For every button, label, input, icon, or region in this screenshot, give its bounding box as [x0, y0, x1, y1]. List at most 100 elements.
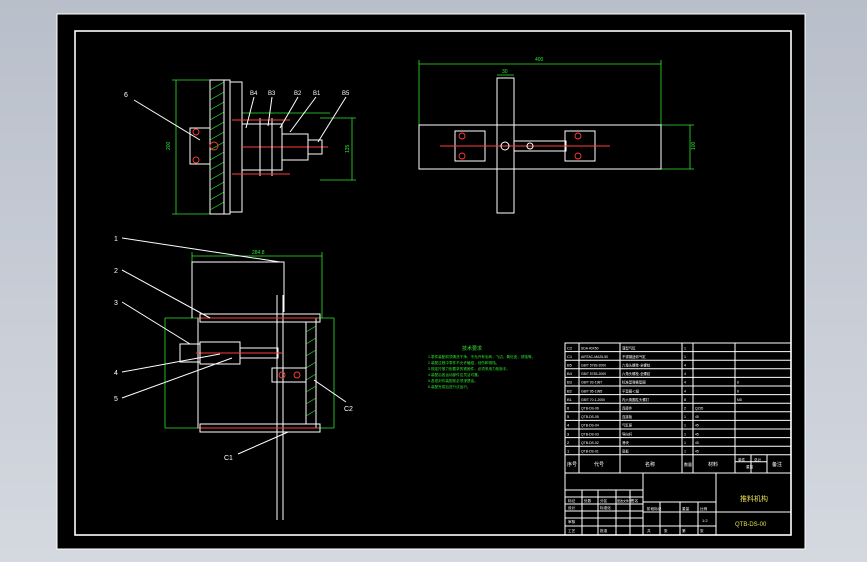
bom-cell-code: QTB-DS-01 — [581, 450, 599, 454]
bom-cell-code: QTB-DS-06 — [581, 407, 599, 411]
front-view: 1 2 3 4 5 C1 C2 284.8 — [114, 236, 353, 520]
top-view: 400 30 100 — [418, 57, 697, 214]
note-line-2: 2.装配过程中零件不允许磕碰，划伤和锈蚀。 — [428, 360, 499, 365]
bom-cell-name: 薄型气缸 — [622, 345, 636, 350]
bom-cell-no: B2 — [567, 388, 573, 393]
callout-4: 4 — [114, 370, 118, 377]
bom-header-note: 备注 — [772, 461, 782, 468]
bom-cell-qty: 1 — [684, 355, 686, 359]
note-line-3: 3.规定拧紧力矩要求的紧固件，必须采用力矩扳手。 — [428, 366, 510, 371]
technical-notes: 技术要求 1.零件装配前须清洗干净，不允许有毛刺，飞边，氧化皮，锈蚀等。 2.装… — [428, 345, 535, 389]
bom-cell-name: 内六角圆柱头螺钉 — [622, 397, 650, 402]
tb-sheet-total: 共 — [647, 528, 651, 533]
tb-sheet-no: 第 — [682, 528, 686, 533]
bom-cell-no: 3 — [567, 431, 570, 436]
bom-cell-code: GB/T 5783-2000 — [581, 372, 606, 376]
bom-cell-no: C2 — [567, 345, 573, 350]
side-view: 6 B4 B3 B2 B1 B5 200 135 — [124, 79, 356, 215]
bom-cell-name: 连接板 — [622, 414, 633, 419]
callout-1: 1 — [114, 236, 118, 243]
bom-cell-code: QTB-DS-02 — [581, 441, 599, 445]
bom-header-material: 材料 — [708, 461, 718, 468]
callout-b3: B3 — [268, 91, 276, 97]
bom-header-no: 序号 — [567, 461, 577, 468]
bom-cell-qty: 1 — [684, 346, 686, 350]
bom-header-total: 总计 — [754, 457, 762, 462]
bom-cell-material: 45 — [695, 450, 699, 454]
tb-label-approve: 批准 — [600, 528, 608, 533]
bom-cell-code: QTB-DS-05 — [581, 415, 599, 419]
notes-title: 技术要求 — [462, 345, 482, 352]
bom-cell-no: B5 — [567, 363, 573, 368]
bom-cell-name: 导向杆 — [622, 431, 633, 436]
bom-cell-material: 45 — [695, 424, 699, 428]
callout-6: 6 — [124, 92, 128, 99]
bom-cell-qty: 4 — [684, 364, 686, 368]
tb-label-count: 处数 — [584, 498, 592, 503]
side-dim-200: 200 — [166, 141, 172, 150]
bom-cell-code: QTB-DS-04 — [581, 424, 599, 428]
bom-cell-code: GB/T 70.1-2000 — [581, 398, 605, 402]
side-dim-135: 135 — [345, 144, 351, 153]
drawing-title: 推料机构 — [740, 494, 768, 503]
bom-header-qty: 数量 — [684, 461, 692, 467]
tb-label-standard: 标准化 — [600, 505, 611, 510]
bom-cell-material: 45 — [695, 432, 699, 436]
bom-cell-name: 连接件 — [622, 406, 633, 411]
title-block: 标记 处数 分区 更改文件号 签名 设计 标准化 审核 工艺 批准 阶段标记 重… — [564, 472, 792, 536]
bom-cell-material: 45 — [695, 415, 699, 419]
callout-5: 5 — [114, 396, 118, 403]
bom-cell-code: GB/T 93-1987 — [581, 381, 602, 385]
bom-cell-name: 平垫圈-C级 — [622, 388, 640, 393]
bom-cell-note: M8 — [737, 398, 742, 402]
bom-cell-note: 8 — [737, 389, 739, 393]
bom-cell-qty: 4 — [684, 381, 686, 385]
bom-cell-no: 6 — [567, 406, 570, 411]
side-base-hatch — [209, 81, 225, 211]
bom-cell-code: AIRTAC-MA25-50 — [581, 355, 608, 359]
bom-cell-qty: 1 — [684, 432, 686, 436]
tb-label-change: 更改文件号 — [617, 498, 632, 503]
bom-cell-qty: 8 — [684, 398, 686, 402]
bom-cell-no: C1 — [567, 354, 573, 359]
top-dim-400: 400 — [535, 57, 544, 63]
bom-cell-name: 标准型弹簧垫圈 — [622, 380, 646, 385]
bom-cell-no: 1 — [567, 449, 570, 454]
bom-cell-material: Q235 — [695, 407, 703, 411]
tb-label-stage: 阶段标记 — [647, 506, 662, 511]
tb-label-weight: 重量 — [682, 506, 690, 511]
bom-cell-qty: 4 — [684, 372, 686, 376]
bom-cell-name: 底板 — [622, 449, 629, 454]
bom-cell-name: 滑块 — [622, 440, 629, 445]
drawing-sheet — [57, 14, 805, 549]
bom-cell-code: GB/T 95-1985 — [581, 389, 602, 393]
bom-header-unit: 单件 — [738, 457, 746, 462]
bom-header-weight: 重量 — [746, 464, 754, 469]
tb-label-process: 工艺 — [568, 528, 576, 533]
tb-label-review: 审核 — [568, 519, 576, 524]
bom-cell-qty: 1 — [684, 424, 686, 428]
bom-cell-no: 2 — [567, 440, 570, 445]
bom-cell-qty: 4 — [684, 389, 686, 393]
note-line-4: 4.装配后各运动部件应灵活可靠。 — [428, 372, 481, 377]
note-line-1: 1.零件装配前须清洗干净，不允许有毛刺，飞边，氧化皮，锈蚀等。 — [428, 354, 535, 359]
bom-cell-no: 5 — [567, 414, 570, 419]
callout-b5: B5 — [342, 91, 350, 97]
tb-label-mark: 标记 — [568, 498, 576, 503]
callout-b2: B2 — [294, 91, 302, 97]
top-dim-30: 30 — [502, 69, 508, 75]
bom-cell-note: 8 — [737, 381, 739, 385]
bom-header-code: 代号 — [594, 461, 604, 468]
tb-label-zone: 分区 — [600, 498, 608, 503]
callout-c2: C2 — [344, 406, 353, 413]
bom-cell-name: 不锈钢迷你气缸 — [622, 354, 646, 359]
bom-cell-qty: 2 — [684, 407, 686, 411]
drawing-code: QTB-DS-00 — [735, 522, 767, 528]
tb-scale: 1:2 — [702, 518, 708, 523]
bom-header-name: 名称 — [645, 461, 655, 468]
callout-2: 2 — [114, 268, 118, 275]
bom-cell-no: B1 — [567, 397, 573, 402]
tb-label-scale: 比例 — [700, 506, 708, 511]
